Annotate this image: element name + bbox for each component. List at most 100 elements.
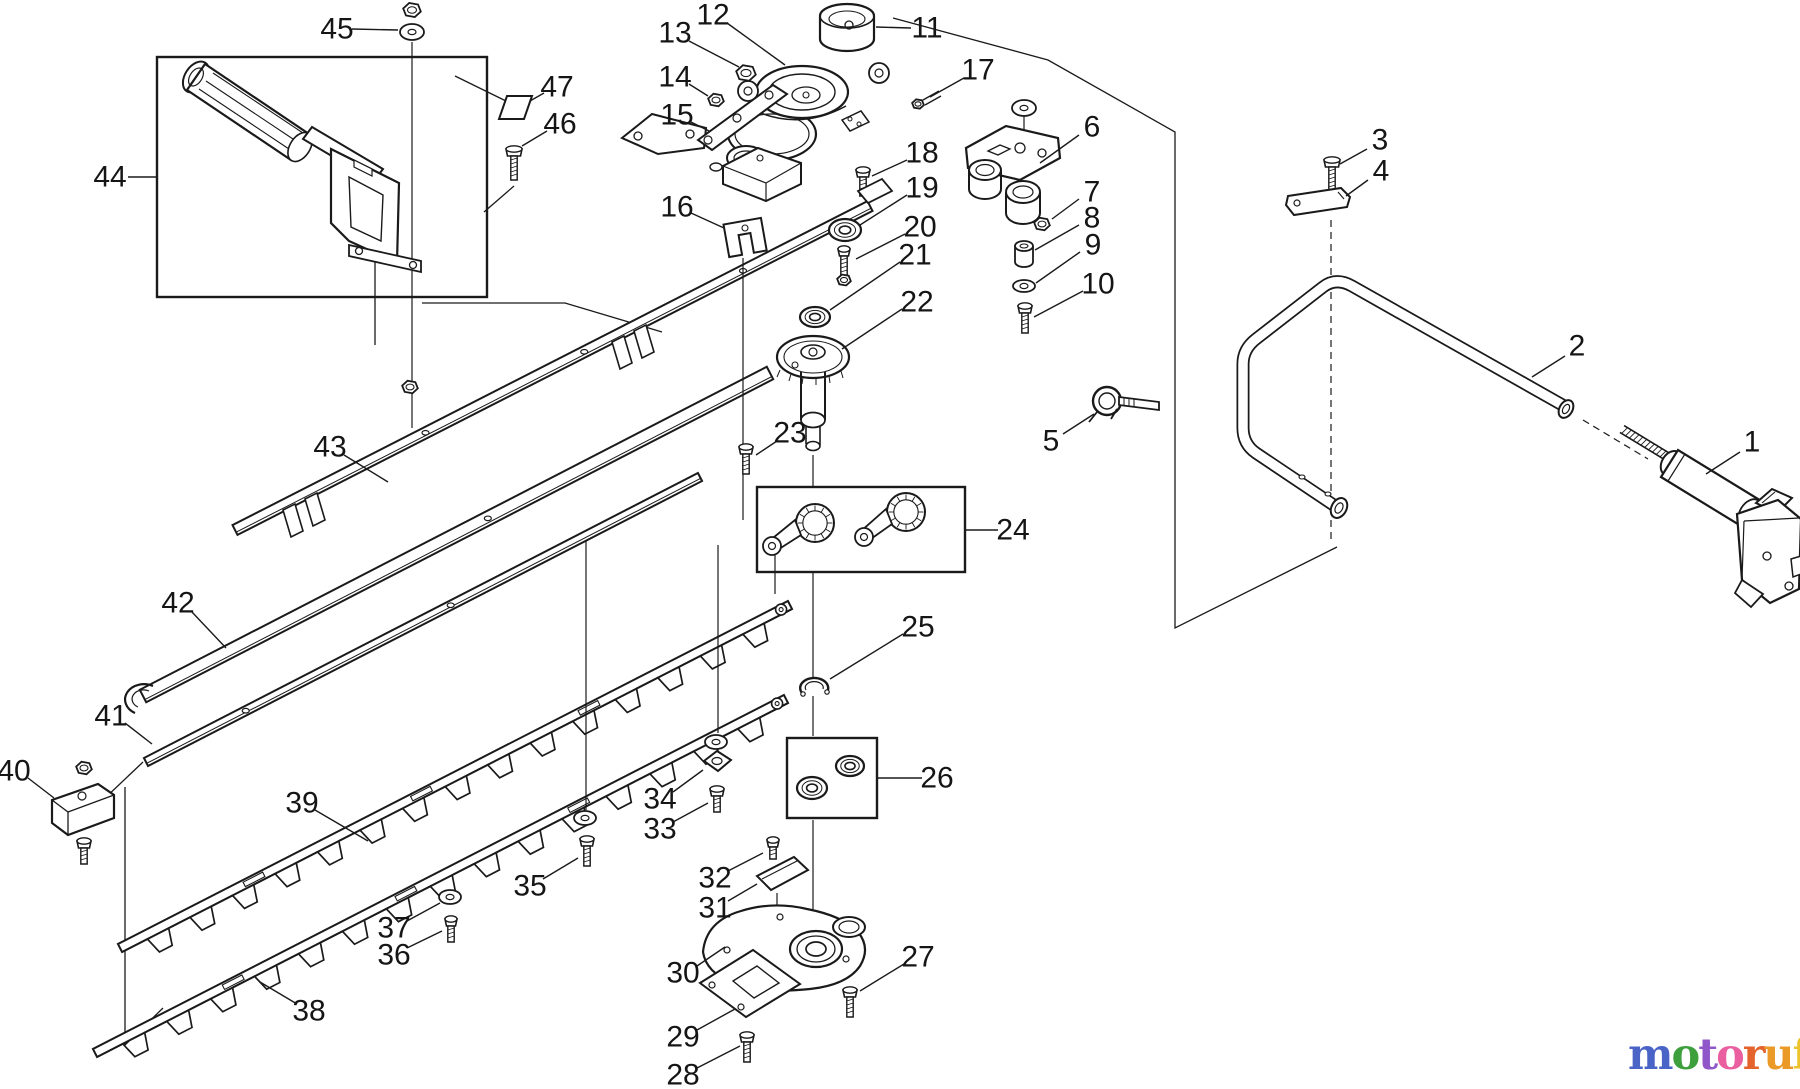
part-shape: [922, 90, 942, 106]
part-shape: [756, 154, 764, 162]
bell-flange: [757, 105, 847, 121]
part-shape: [1298, 474, 1306, 480]
bolt-46: [510, 173, 518, 177]
part-label-30: 30: [666, 957, 699, 990]
clamp-4: [1284, 186, 1352, 217]
stud-1: [1629, 432, 1636, 439]
blade-guide-rail-43-edge: [235, 207, 872, 533]
motoruf-logo: motoruf.de: [1628, 1034, 1800, 1077]
part-shape: [1123, 398, 1135, 407]
part-shape: [741, 224, 749, 232]
eccentric-arm-left-ring: [799, 513, 805, 518]
part-shape: [1014, 246, 1034, 262]
part-shape: [408, 260, 418, 270]
bearing-19: [833, 222, 857, 238]
bolt-23: [742, 453, 750, 475]
bolt-23: [742, 463, 750, 467]
blade-guide-rail-43-hole: [580, 348, 589, 355]
part-shape: [711, 738, 721, 746]
gearhead-block: [840, 110, 871, 132]
part-leader-27: [859, 963, 905, 992]
logo-letter: o: [1671, 1030, 1701, 1080]
bolt-23: [742, 459, 750, 463]
bearing-26a: [840, 758, 860, 774]
bolt-3: [1328, 172, 1336, 176]
cutter-blade-38-slot: [221, 974, 245, 991]
bearing-26b: [805, 783, 819, 793]
shaft-housing-1: [1659, 448, 1760, 528]
part-leader-40: [27, 777, 55, 799]
part-label-6: 6: [1084, 111, 1101, 144]
part-shape: [975, 163, 995, 177]
bell-ear-left: [737, 80, 759, 102]
part-label-44: 44: [93, 161, 126, 194]
adjuster-20: [837, 245, 851, 253]
handle-grip-ribs: [198, 72, 304, 150]
rail-43-endplate: [856, 177, 894, 205]
eccentric-arm-right-ring: [896, 496, 901, 502]
bolt-40: [80, 847, 88, 865]
part-shape: [808, 347, 818, 357]
bolt-18: [855, 166, 871, 174]
bolt-35: [583, 845, 591, 867]
stud-1: [1636, 436, 1644, 444]
strap-15: [696, 83, 789, 152]
bolt-27: [846, 1006, 854, 1010]
part-label-18: 18: [905, 137, 938, 170]
group-line: [454, 75, 507, 102]
bolt-40: [80, 857, 88, 861]
blade-guide-rail-43-hole: [421, 429, 430, 436]
part-label-11: 11: [911, 12, 942, 45]
part-label-26: 26: [920, 762, 953, 795]
part-label-14: 14: [658, 61, 691, 94]
bolt-33: [713, 797, 721, 801]
eccentric-arms-box: [755, 485, 967, 574]
gearcase-boss: [832, 916, 866, 938]
part-shape: [711, 756, 723, 766]
guard-rail-42-hole: [483, 515, 492, 522]
stud-1: [1621, 427, 1628, 434]
stud-1: [1648, 443, 1655, 451]
part-leader-15: [690, 121, 710, 132]
part-shape: [723, 946, 731, 954]
part-label-15: 15: [660, 99, 693, 132]
part-leader-30: [696, 946, 726, 967]
part-leader-6: [1039, 134, 1080, 164]
bolt-40: [80, 853, 88, 857]
part-shape: [1293, 199, 1301, 207]
part-shape: [761, 860, 798, 880]
bolt-27: [846, 996, 854, 1018]
bolt-33: [713, 801, 721, 805]
eccentric-arm-left-ring: [825, 528, 831, 533]
part-shape: [1014, 261, 1034, 268]
bolt-10: [1021, 318, 1029, 322]
part-shape: [836, 273, 852, 287]
part-shape: [856, 121, 862, 127]
bolt-3: [1328, 184, 1336, 188]
part-leader-37: [406, 902, 441, 922]
bolt-3: [1328, 176, 1336, 180]
part-leader-22: [841, 308, 903, 350]
bearing-19: [838, 225, 852, 235]
backing-bar-41-edge: [146, 477, 701, 764]
part-label-9: 9: [1085, 229, 1102, 262]
part-shape: [776, 369, 844, 385]
part-shape: [986, 144, 1012, 156]
part-shape: [791, 86, 821, 104]
part-shape: [1005, 180, 1041, 204]
bolt-28: [743, 1047, 751, 1051]
part-label-28: 28: [666, 1059, 699, 1089]
clamp-16: [722, 216, 768, 259]
bolt-10: [1021, 322, 1029, 326]
part-leader-18: [871, 159, 908, 177]
part-shape: [804, 681, 824, 691]
bolt-28: [743, 1041, 751, 1063]
bearing-21: [798, 305, 832, 329]
part-label-29: 29: [666, 1021, 699, 1054]
part-shape: [783, 340, 843, 374]
adjuster-20: [840, 261, 848, 265]
part-shape: [731, 965, 781, 999]
part-label-2: 2: [1569, 330, 1586, 363]
bolt-36: [447, 927, 455, 931]
part-shape: [743, 86, 753, 96]
